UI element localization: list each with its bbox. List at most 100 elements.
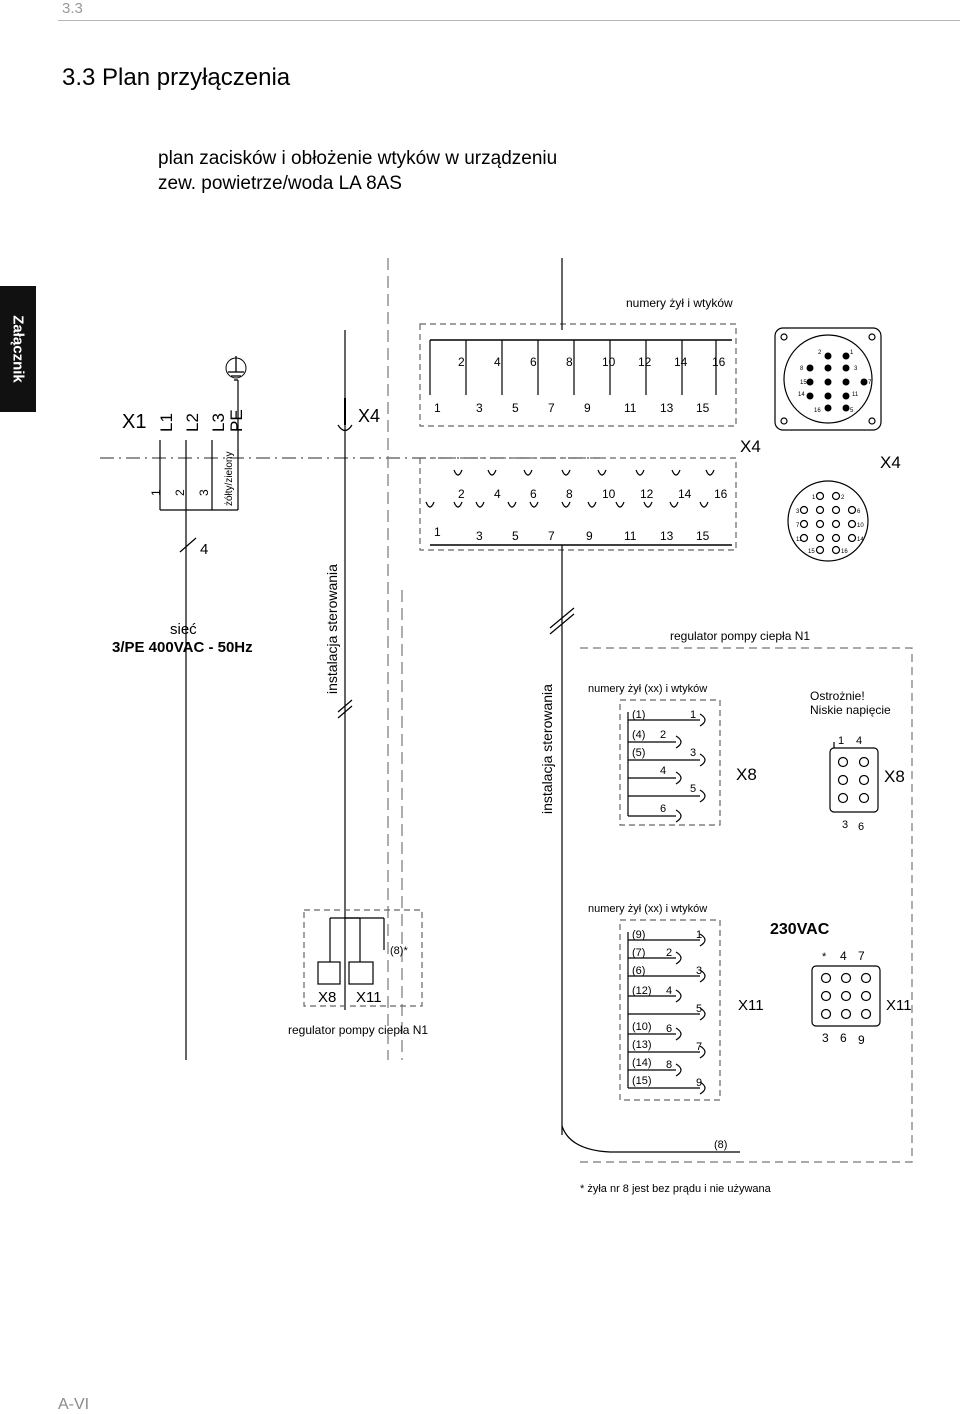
appendix-side-tab: Załącznik — [0, 286, 36, 412]
x8-pin-2: 2 — [660, 729, 666, 741]
x4-top-even-4: 4 — [494, 355, 501, 369]
x4-bottom-odd-5: 5 — [512, 529, 519, 543]
x4-socket-pin-3: 3 — [796, 509, 800, 515]
x4-bottom-even-6: 6 — [530, 487, 537, 501]
x4-socket-pin-6: 6 — [857, 509, 861, 515]
x4-socket-pin-10: 10 — [857, 523, 864, 529]
x11-pin-8: 8 — [666, 1059, 672, 1071]
x1-number-1: 1 — [149, 489, 163, 496]
x11-pin-9: 9 — [696, 1077, 702, 1089]
x11-left-6: (6) — [632, 965, 645, 977]
x4-top-odd-3: 3 — [476, 401, 483, 415]
x4-bottom-even-12: 12 — [640, 487, 654, 501]
x4-plug-pin-5: 5 — [850, 408, 854, 414]
x4-plug-pin-2: 2 — [818, 350, 822, 356]
x4-top-even-12: 12 — [638, 355, 652, 369]
x8-right-label: X8 — [884, 767, 905, 786]
x4-connector-label: X4 — [740, 437, 761, 456]
x8-grid-top-1: 1 — [838, 735, 844, 747]
subtitle-line-2: zew. powietrze/woda LA 8AS — [158, 173, 402, 194]
x4-plug-label: X4 — [880, 453, 901, 472]
x4-bottom-odd-11: 11 — [624, 529, 637, 543]
x8-left-5: (5) — [632, 747, 645, 759]
x8-pin-3: 3 — [690, 747, 696, 759]
x4-bottom-even-16: 16 — [714, 487, 728, 501]
x4-plug-pin-15: 15 — [800, 380, 807, 386]
x11-grid-top-7: 7 — [858, 949, 865, 963]
x8-pin-1: 1 — [690, 709, 696, 721]
x4-bottom-odd-15: 15 — [696, 529, 710, 543]
x4-plug-pin-14: 14 — [798, 392, 805, 398]
supply-wire-count: 4 — [200, 541, 208, 558]
control-label-left: instalacja sterowania — [324, 564, 340, 694]
x4-top-odd-15: 15 — [696, 401, 710, 415]
x4-socket-pin-2: 2 — [841, 495, 845, 501]
control-label-mid: instalacja sterowania — [539, 684, 555, 814]
subtitle-line-1: plan zacisków i obłożenie wtyków w urząd… — [158, 148, 558, 169]
x4-top-even-16: 16 — [712, 355, 726, 369]
x4-top-odd-9: 9 — [584, 401, 591, 415]
x4-top-even-10: 10 — [602, 355, 616, 369]
x8-pin-6: 6 — [660, 803, 666, 815]
x1-terminal-l3: L3 — [209, 413, 228, 432]
x4-socket-pin-7: 7 — [796, 523, 800, 529]
header-rule — [58, 20, 960, 21]
x11-grid-bottom-6: 6 — [840, 1031, 847, 1045]
x11-pin-6: 6 — [666, 1023, 672, 1035]
x8-grid-bottom-3: 3 — [842, 819, 848, 831]
x8-left-4: (4) — [632, 729, 645, 741]
x11-block-label: X11 — [356, 989, 382, 1006]
x11-left-13: (13) — [632, 1039, 652, 1051]
x8-pin-4: 4 — [660, 765, 666, 777]
x8-grid-bottom-6: 6 — [858, 821, 864, 833]
x4-socket-pin-11: 11 — [796, 537, 803, 543]
x8-pin-5: 5 — [690, 783, 696, 795]
x11-pin-4: 4 — [666, 985, 672, 997]
x4-top-even-8: 8 — [566, 355, 573, 369]
x11-pin-5: 5 — [696, 1003, 702, 1015]
page-title: 3.3 Plan przyłączenia — [62, 64, 291, 91]
x4-top-odd-7: 7 — [548, 401, 555, 415]
x11-left-7: (7) — [632, 947, 645, 959]
x11-pin-1: 1 — [696, 929, 702, 941]
regulator-label-bottom: regulator pompy ciepła N1 — [288, 1023, 428, 1037]
x11-grid-bottom-9: 9 — [858, 1033, 865, 1047]
x1-number-3: 3 — [197, 489, 211, 496]
x4-bottom-even-10: 10 — [602, 487, 616, 501]
x4-plug-pin-8: 8 — [800, 366, 804, 372]
x4-bottom-odd-1: 1 — [434, 525, 441, 539]
x4-top-odd-5: 5 — [512, 401, 519, 415]
x4-top-even-2: 2 — [458, 355, 465, 369]
x4-bottom-odd-7: 7 — [548, 529, 555, 543]
x11-pin-2: 2 — [666, 947, 672, 959]
x4-socket-pin-16: 16 — [841, 549, 848, 555]
wires-x8-label: numery żył (xx) i wtyków — [588, 683, 707, 695]
page-subtitle: plan zacisków i obłożenie wtyków w urząd… — [158, 146, 718, 196]
x1-label: X1 — [122, 411, 146, 433]
x4-top-even-14: 14 — [674, 355, 688, 369]
footnote: * żyła nr 8 jest bez prądu i nie używana — [580, 1183, 772, 1195]
x4-plug-pin-7: 7 — [868, 380, 872, 386]
x4-socket-pin-1: 1 — [812, 495, 816, 501]
x4-bottom-odd-13: 13 — [660, 529, 674, 543]
x11-left-10: (10) — [632, 1021, 652, 1033]
regulator-label-top: regulator pompy ciepła N1 — [670, 629, 810, 643]
supply-name: sieć — [170, 621, 197, 638]
x11-grid-top-4: 4 — [840, 949, 847, 963]
x11-left-14: (14) — [632, 1057, 652, 1069]
x4-plug-pin-1: 1 — [850, 350, 854, 356]
x4-small-label: X4 — [358, 406, 380, 426]
x4-top-odd-1: 1 — [434, 401, 441, 415]
x11-left-9: (9) — [632, 929, 645, 941]
x4-top-odd-13: 13 — [660, 401, 674, 415]
x11-right-label: X11 — [886, 997, 912, 1014]
x11-pin-7: 7 — [696, 1041, 702, 1053]
x4-top-even-6: 6 — [530, 355, 537, 369]
x4-socket-pin-15: 15 — [808, 549, 815, 555]
x4-plug-pin-3: 3 — [854, 366, 858, 372]
x8-label: X8 — [736, 765, 757, 784]
vac-label: 230VAC — [770, 921, 830, 938]
x8-grid-top-4: 4 — [856, 735, 862, 747]
x4-plug-pin-16: 16 — [814, 408, 821, 414]
